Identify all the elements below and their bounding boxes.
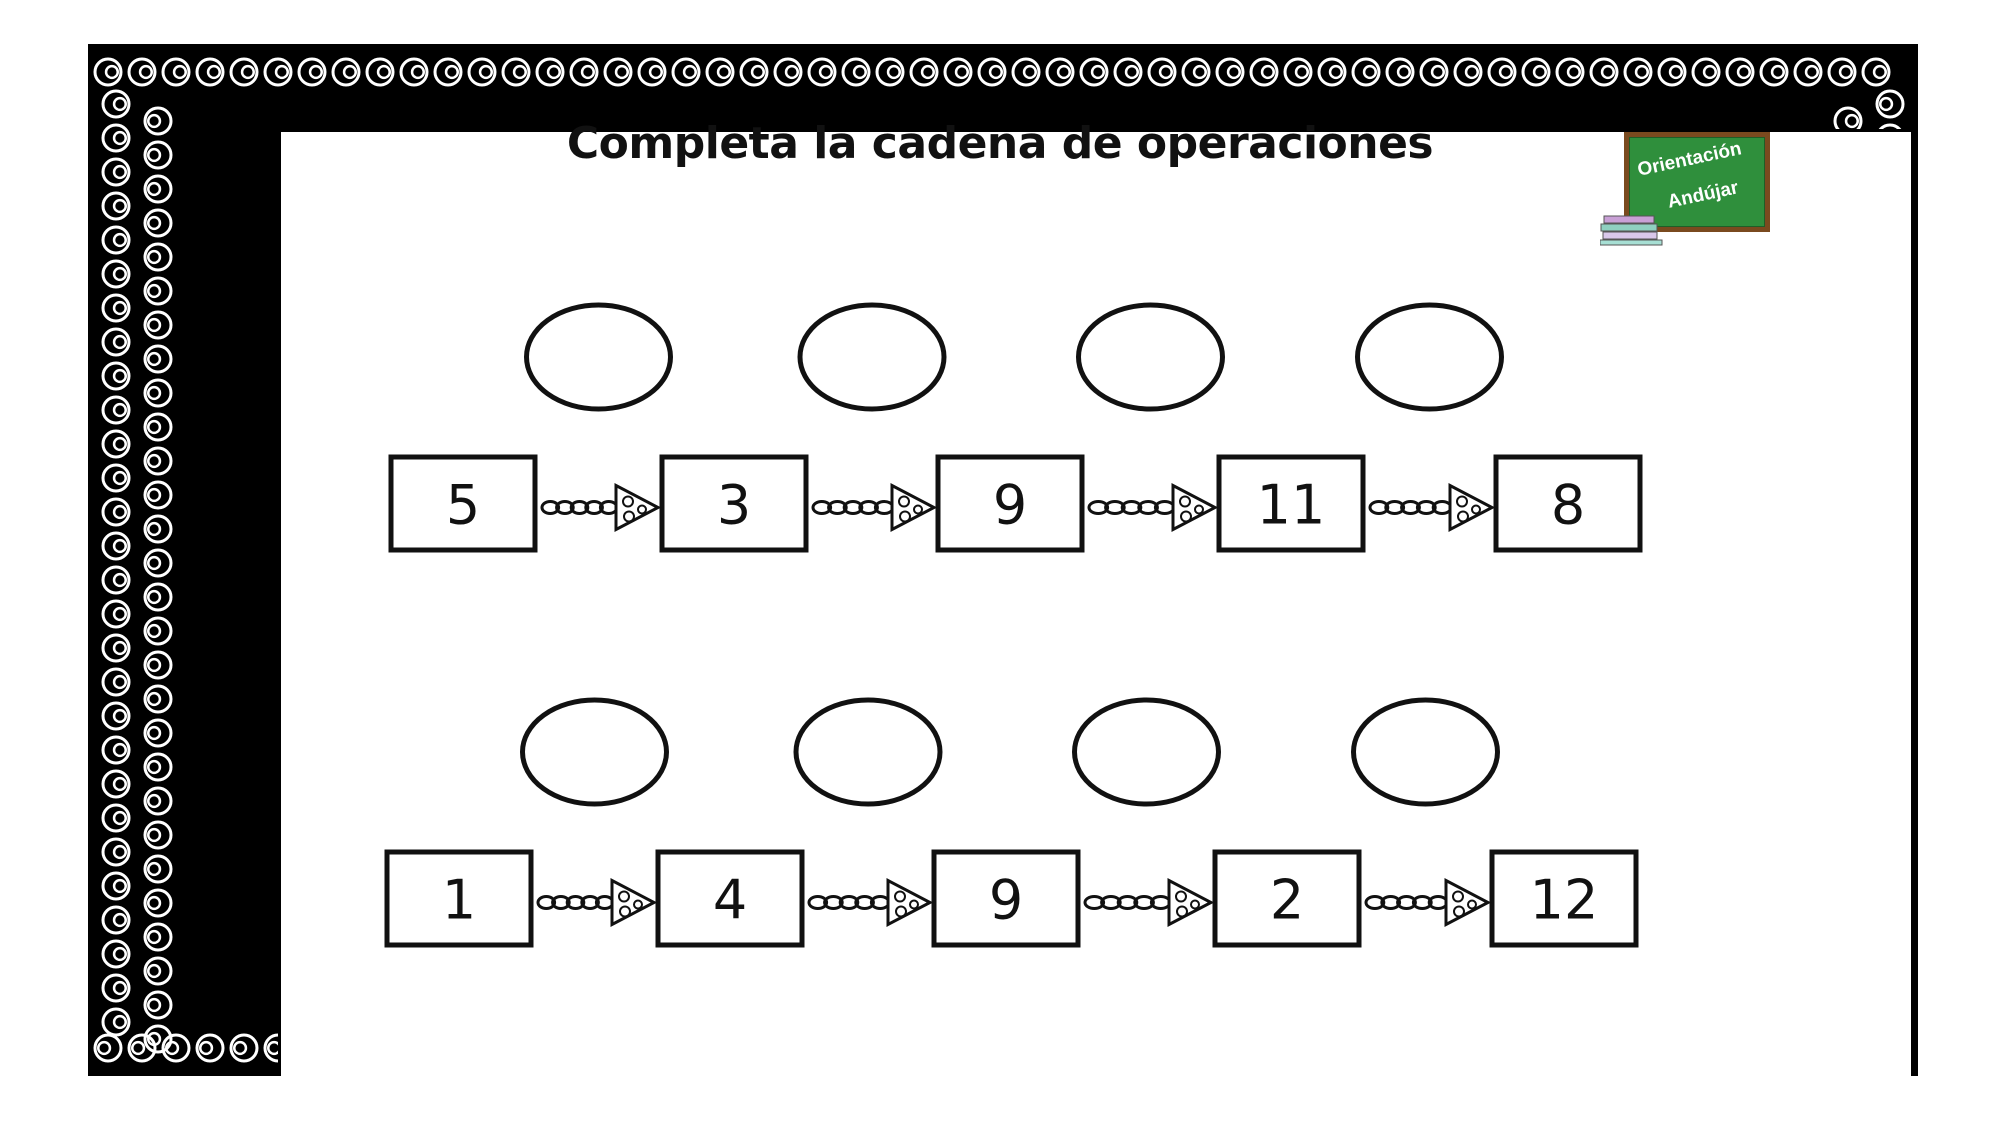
- arrow-pattern-dot: [1175, 890, 1187, 903]
- number-value: 2: [1270, 869, 1304, 932]
- chain-link-icon: [1087, 500, 1110, 515]
- chain-link-icon: [1083, 895, 1106, 910]
- chain-link-icon: [540, 500, 561, 515]
- arrow-head-icon: [1167, 878, 1215, 927]
- chain-link-icon: [1120, 500, 1143, 515]
- chain-link-icon: [811, 500, 833, 515]
- arrow-pattern-dot: [1176, 905, 1188, 918]
- number-value: 9: [993, 474, 1027, 537]
- number-value: 8: [1551, 474, 1585, 537]
- chain-link-icon: [569, 500, 590, 515]
- arrow-pattern-dot: [622, 495, 634, 508]
- chain-link-icon: [555, 500, 575, 515]
- chain-link-icon: [858, 500, 879, 515]
- operation-oval[interactable]: [1355, 302, 1504, 412]
- arrow-pattern-dot: [1190, 899, 1200, 910]
- number-box: [935, 454, 1085, 553]
- chain-link-icon: [854, 895, 875, 910]
- arrow-head-icon: [1448, 483, 1496, 532]
- worksheet-area: [278, 129, 1914, 1076]
- page-title: Completa la cadena de operaciones: [566, 118, 1434, 169]
- chain-link-icon: [838, 895, 860, 910]
- chain-link-icon: [1396, 895, 1417, 910]
- number-box: [655, 849, 805, 948]
- operation-oval[interactable]: [1076, 302, 1225, 412]
- operation-oval[interactable]: [797, 302, 947, 412]
- arrow-pattern-dot: [909, 899, 919, 910]
- number-box: [931, 849, 1081, 948]
- arrow-head-icon: [614, 483, 662, 532]
- arrow-head-icon: [1444, 878, 1492, 927]
- arrow-pattern-dot: [618, 890, 630, 903]
- number-value: 12: [1530, 869, 1599, 932]
- arrow-pattern-dot: [1452, 890, 1464, 903]
- number-value: 11: [1257, 474, 1326, 537]
- chain-link-icon: [1133, 895, 1155, 910]
- operation-oval[interactable]: [1351, 697, 1500, 807]
- chain-link-icon: [1104, 500, 1126, 515]
- arrow-pattern-dot: [1471, 504, 1481, 515]
- chain-link-icon: [565, 895, 586, 910]
- chain-link-icon: [1100, 895, 1122, 910]
- arrow-pattern-dot: [1456, 495, 1468, 508]
- arrow-head-icon: [610, 878, 658, 927]
- number-value: 5: [446, 474, 480, 537]
- number-value: 4: [713, 869, 747, 932]
- chalkboard-icon: Orientación Andújar: [1624, 132, 1770, 232]
- arrow-pattern-dot: [1179, 495, 1191, 508]
- orientacion-andujar-logo: Orientación Andújar: [1600, 128, 1772, 246]
- arrow-head-icon: [886, 878, 934, 927]
- arrow-pattern-dot: [633, 899, 643, 910]
- arrow-pattern-dot: [1457, 510, 1469, 523]
- chain-link-icon: [584, 500, 604, 515]
- arrow-head-icon: [1171, 483, 1219, 532]
- arrow-pattern-dot: [1194, 504, 1204, 515]
- chain-link-icon: [823, 895, 844, 910]
- operation-oval[interactable]: [793, 697, 943, 807]
- chain-link-icon: [842, 500, 864, 515]
- chain-link-icon: [1137, 500, 1159, 515]
- operation-oval[interactable]: [520, 697, 669, 807]
- chain-link-icon: [1384, 500, 1406, 515]
- chain-link-icon: [580, 895, 600, 910]
- number-box: [1212, 849, 1362, 948]
- arrow-pattern-dot: [895, 905, 907, 918]
- number-box: [1493, 454, 1643, 553]
- number-box: [659, 454, 809, 553]
- number-box: [384, 849, 534, 948]
- number-box: [1489, 849, 1639, 948]
- operation-oval[interactable]: [524, 302, 673, 412]
- chain-link-icon: [1380, 895, 1402, 910]
- arrow-pattern-dot: [898, 495, 910, 508]
- number-value: 1: [442, 869, 476, 932]
- chain-link-icon: [1116, 895, 1139, 910]
- arrow-pattern-dot: [1453, 905, 1465, 918]
- arrow-head-icon: [890, 483, 938, 532]
- number-value: 3: [717, 474, 751, 537]
- chain-link-icon: [827, 500, 848, 515]
- books-icon: [1600, 215, 1663, 246]
- chain-link-icon: [807, 895, 829, 910]
- chain-link-icon: [1368, 500, 1390, 515]
- operation-oval[interactable]: [1072, 697, 1221, 807]
- chain-link-icon: [1400, 500, 1421, 515]
- chain-link-icon: [536, 895, 557, 910]
- arrow-pattern-dot: [899, 510, 911, 523]
- number-box: [1216, 454, 1366, 553]
- arrow-pattern-dot: [623, 510, 635, 523]
- chain-link-icon: [1411, 895, 1433, 910]
- number-box: [388, 454, 538, 553]
- arrow-pattern-dot: [1180, 510, 1192, 523]
- chain-link-icon: [1415, 500, 1437, 515]
- arrow-pattern-dot: [1467, 899, 1477, 910]
- arrow-pattern-dot: [894, 890, 906, 903]
- arrow-pattern-dot: [637, 504, 647, 515]
- arrow-pattern-dot: [913, 504, 923, 515]
- number-value: 9: [989, 869, 1023, 932]
- arrow-pattern-dot: [619, 905, 631, 918]
- chain-link-icon: [1364, 895, 1386, 910]
- chain-link-icon: [551, 895, 571, 910]
